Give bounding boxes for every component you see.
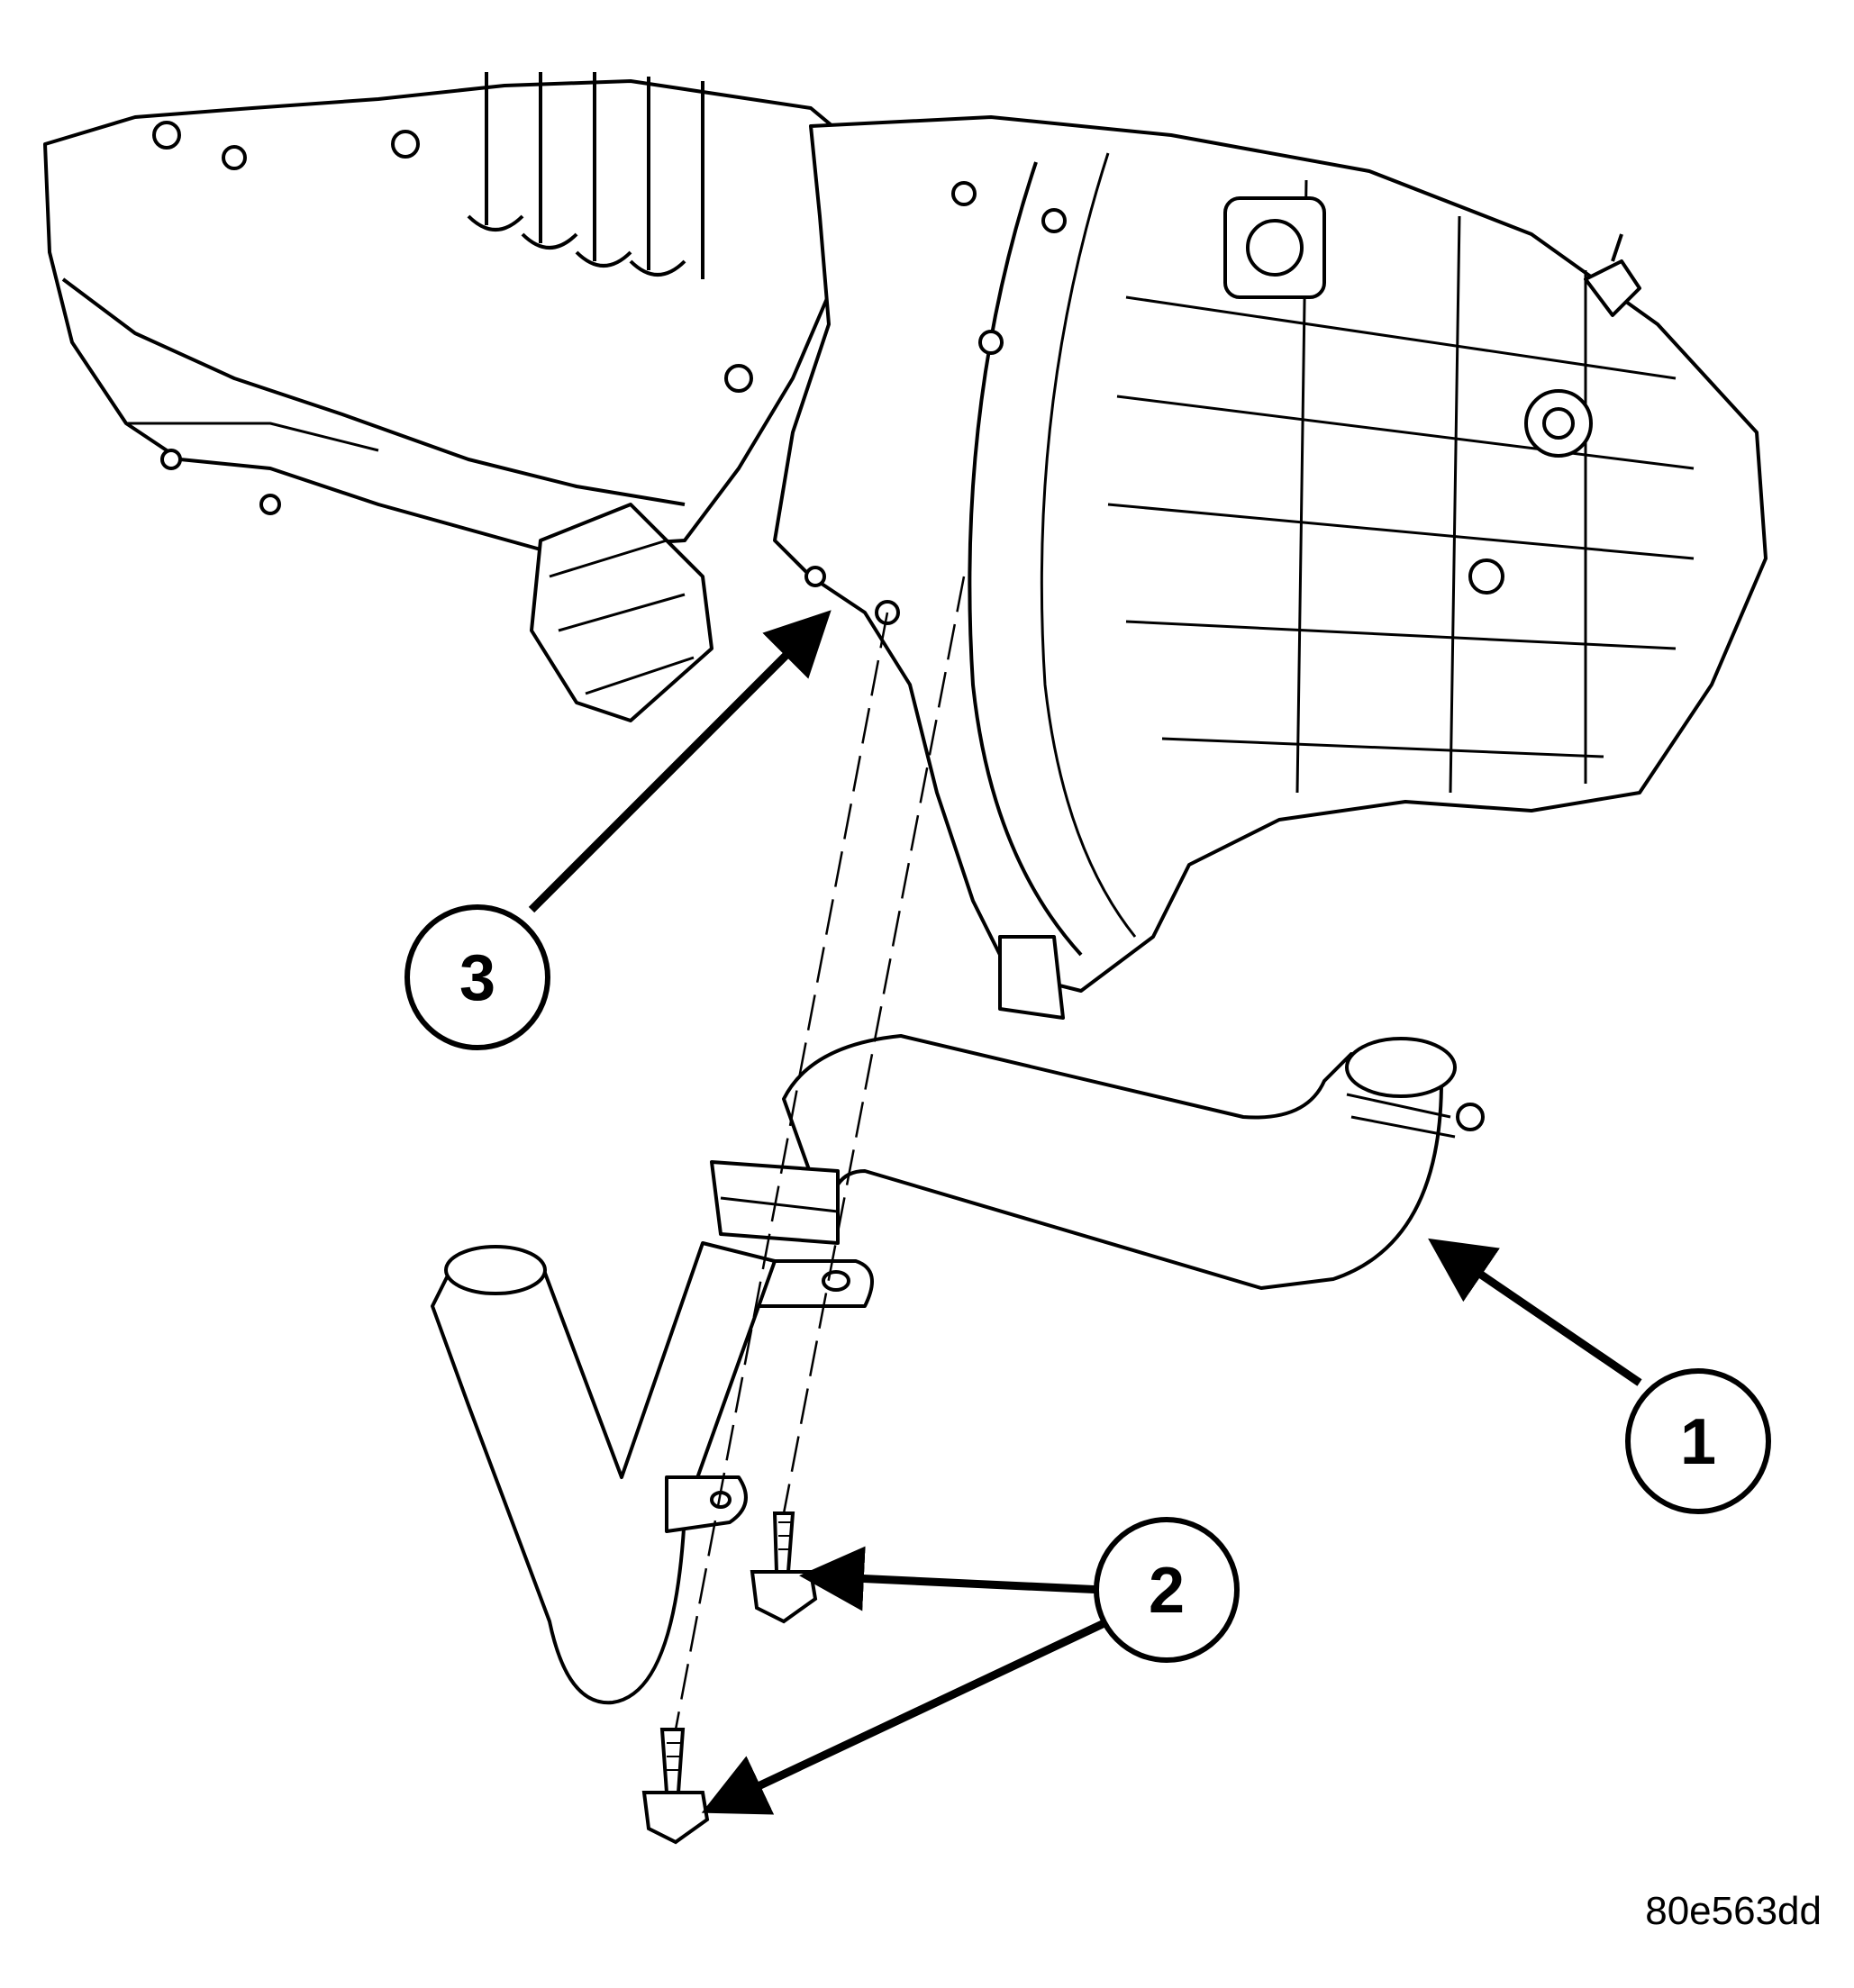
callout-1-circle [1625,1368,1771,1514]
callout-2-circle [1094,1517,1240,1663]
callout-1-number: 1 [1680,1406,1716,1478]
leader-arrow-2a [799,1546,1104,1611]
callout-3-circle [404,904,550,1050]
figure-reference-code: 80e563dd [1645,1889,1822,1933]
callout-2: 2 [1094,1517,1240,1663]
callout-3: 3 [404,904,550,1050]
leader-arrow-3 [528,610,832,913]
callout-2-number: 2 [1149,1555,1185,1627]
engine-oil-pan [43,72,867,722]
callout-1: 1 [1625,1368,1771,1514]
upper-bolt [750,1511,818,1624]
leader-arrow-2b [701,1617,1110,1815]
leader-arrow-1 [1428,1238,1642,1386]
callout-3-number: 3 [459,942,495,1014]
leader-arrows [528,610,1642,1815]
transmission-case [773,115,1768,1020]
lower-bolt [641,1728,710,1845]
alignment-lines [674,576,966,1730]
pipe-assembly [431,1034,1485,1705]
